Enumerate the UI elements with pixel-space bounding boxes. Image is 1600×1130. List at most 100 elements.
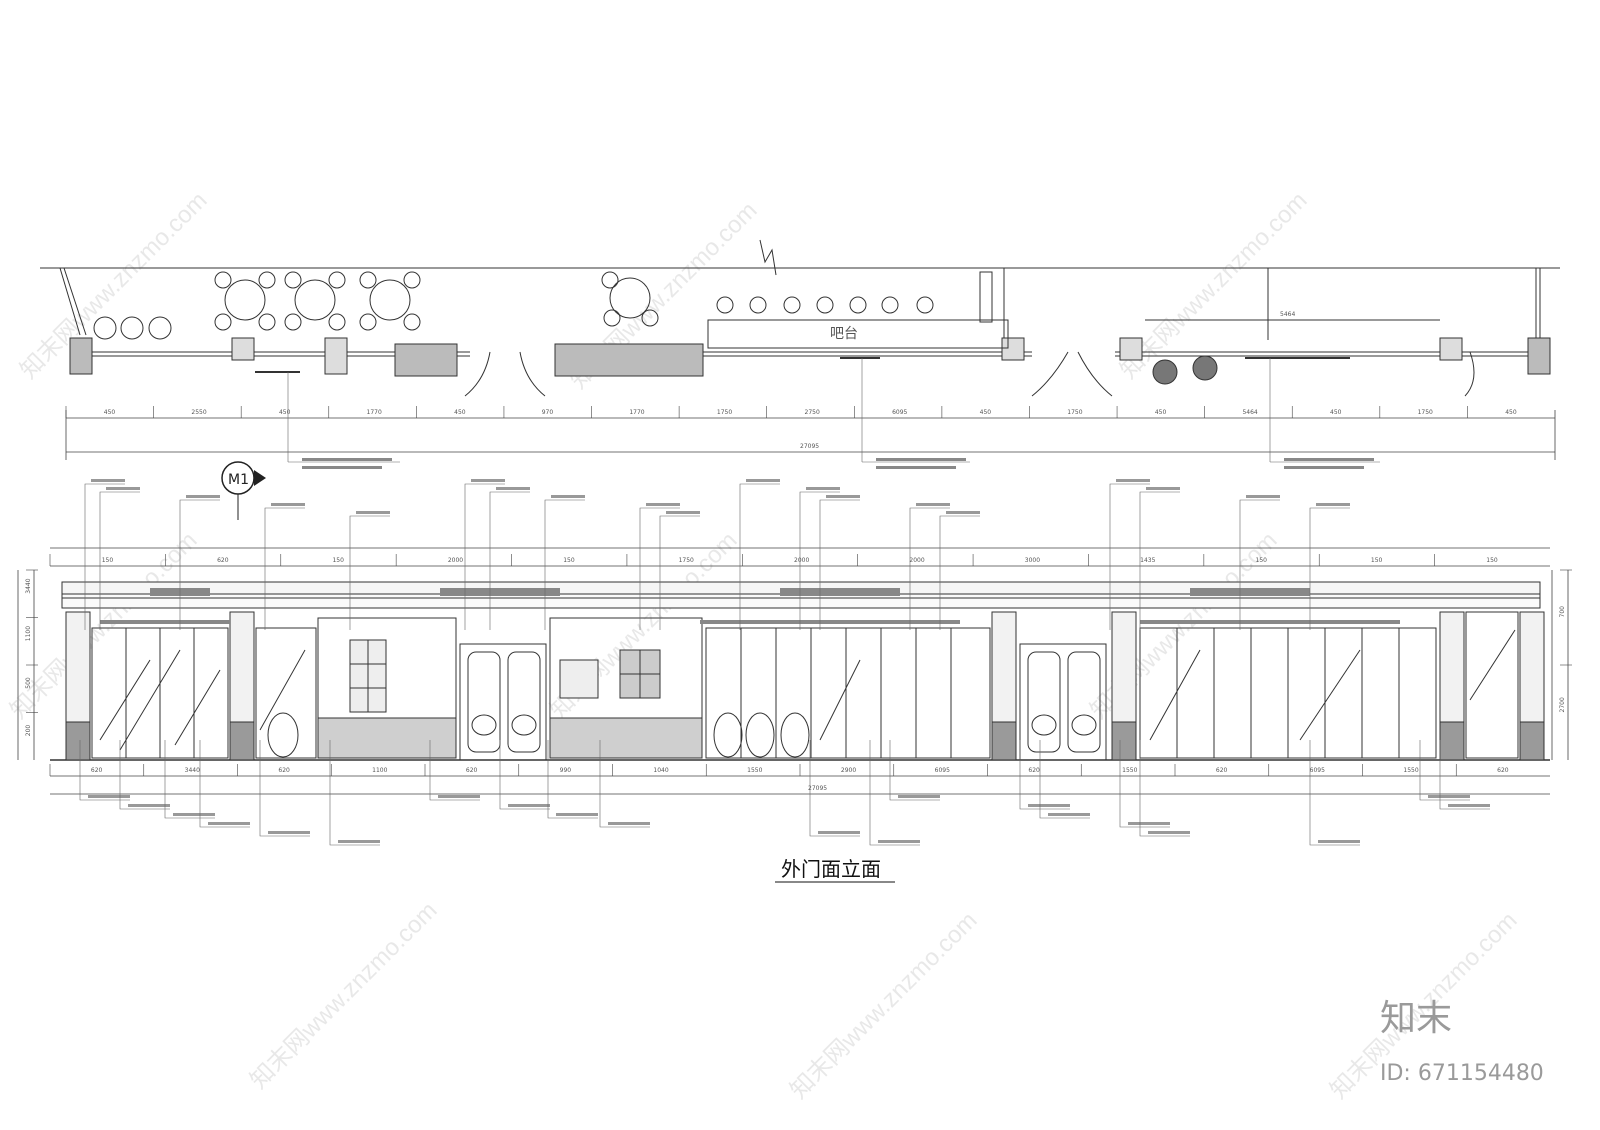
leader-line: [84, 483, 125, 630]
elevation-bottom-dimension-label: 1040: [653, 767, 668, 774]
note-text-block: [1048, 813, 1090, 816]
leader-line: [199, 740, 250, 828]
elevation-top-dimension-label: 2000: [909, 557, 924, 564]
elevation-bottom-dimension-label: 1100: [372, 767, 387, 774]
elevation-top-dimension-label: 620: [217, 557, 229, 564]
leader-line: [1439, 740, 1490, 810]
elevation-bottom-dimension-label: 6095: [935, 767, 950, 774]
leader-line: [889, 740, 940, 801]
elevation-bottom-dimension-label: 1550: [1122, 767, 1137, 774]
elevation-height-label: 1100: [25, 626, 32, 641]
plan-dimension-label: 450: [1505, 409, 1517, 416]
elevation-bottom-dimension-label: 3440: [185, 767, 200, 774]
plan-dimension-label: 1750: [1067, 409, 1082, 416]
elevation-top-dimension-label: 150: [332, 557, 344, 564]
plan-dimension-label: 2550: [191, 409, 206, 416]
plan-dimension-label: 1750: [717, 409, 732, 416]
elevation-bottom-dimension-label: 620: [1497, 767, 1509, 774]
leader-line: [639, 507, 680, 630]
note-text-block: [471, 479, 505, 482]
plan-dimension-label: 1770: [367, 409, 382, 416]
plan-dimension-label: 450: [454, 409, 466, 416]
plan-dimension-label: 450: [104, 409, 116, 416]
elevation-top-dimension-label: 150: [563, 557, 575, 564]
plan-dimension-label: 970: [542, 409, 554, 416]
elevation-bottom-dimension-label: 620: [466, 767, 478, 774]
note-text-block: [1316, 503, 1350, 506]
leader-line: [79, 740, 130, 801]
note-text-block: [1146, 487, 1180, 490]
leader-line: [464, 483, 505, 630]
leader-line: [809, 740, 860, 837]
entrance-door-1: [459, 643, 547, 761]
note-text-block: [806, 487, 840, 490]
note-text-block: [916, 503, 950, 506]
leader-line: [739, 483, 780, 630]
elevation-bottom-dimension-label: 620: [1028, 767, 1040, 774]
note-text-block: [1318, 840, 1360, 843]
leader-line: [1419, 740, 1470, 801]
elevation-bottom-dimension-label: 1550: [747, 767, 762, 774]
elevation-top-dimension-label: 3000: [1025, 557, 1040, 564]
note-text-block: [338, 840, 380, 843]
elevation-bottom-dimension-label: 620: [278, 767, 290, 774]
leader-line: [1309, 740, 1360, 846]
leader-line: [1109, 483, 1150, 630]
elevation-height-label: 500: [25, 677, 32, 689]
note-text-block: [666, 511, 700, 514]
note-text-block: [556, 813, 598, 816]
leader-line: [547, 740, 598, 819]
note-text-block: [268, 831, 310, 834]
note-text-block: [173, 813, 215, 816]
note-text-block: [746, 479, 780, 482]
leader-line: [499, 740, 550, 810]
plan-dimension-chain: [65, 410, 1556, 460]
annotation-leaders: [79, 479, 1490, 846]
note-text-block: [826, 495, 860, 498]
leader-line: [329, 740, 380, 846]
elevation-bottom-dimension-label: 6095: [1310, 767, 1325, 774]
bar-label: 吧台: [830, 326, 858, 342]
elevation-bottom-dimension-label: 1550: [1403, 767, 1418, 774]
note-text-block: [1148, 831, 1190, 834]
elevation-bottom-dimension-label: 2900: [841, 767, 856, 774]
plan-dimension-label: 1770: [629, 409, 644, 416]
leader-line: [869, 740, 920, 846]
pilaster-bases: [65, 721, 1545, 761]
elevation-height-label: 200: [25, 725, 32, 737]
note-text-block: [1128, 822, 1170, 825]
leader-line: [659, 515, 700, 630]
elevation-top-dimension-label: 1750: [679, 557, 694, 564]
leader-line: [909, 507, 950, 630]
leader-line: [349, 515, 390, 630]
note-text-block: [1028, 804, 1070, 807]
glass-window-center: [705, 627, 991, 759]
note-text-block: [1448, 804, 1490, 807]
timber-panel: [317, 617, 457, 759]
leader-line: [264, 507, 305, 630]
marker-label: M1: [228, 472, 249, 488]
glass-window-left: [91, 627, 229, 759]
note-text-block: [608, 822, 650, 825]
elevation-top-dimension-label: 150: [1486, 557, 1498, 564]
watermark: 知末网www.znzmo.com: [15, 187, 212, 384]
leader-line: [1119, 740, 1170, 828]
note-text-block: [91, 479, 125, 482]
elevation-bottom-dimension-label: 620: [1216, 767, 1228, 774]
plan-note-text: [302, 458, 1374, 469]
leader-line: [164, 740, 215, 819]
document-id: ID: 671154480: [1380, 1061, 1544, 1086]
leader-line: [119, 740, 170, 810]
glass-window-end: [1465, 611, 1519, 759]
note-text-block: [551, 495, 585, 498]
leader-line: [544, 499, 585, 630]
note-text-block: [946, 511, 980, 514]
plant-icons: [1152, 355, 1218, 385]
elevation-top-dimension-label: 2000: [794, 557, 809, 564]
note-text-block: [508, 804, 550, 807]
leader-line: [599, 740, 650, 828]
note-text-block: [356, 511, 390, 514]
plan-dimension-label: 6095: [892, 409, 907, 416]
